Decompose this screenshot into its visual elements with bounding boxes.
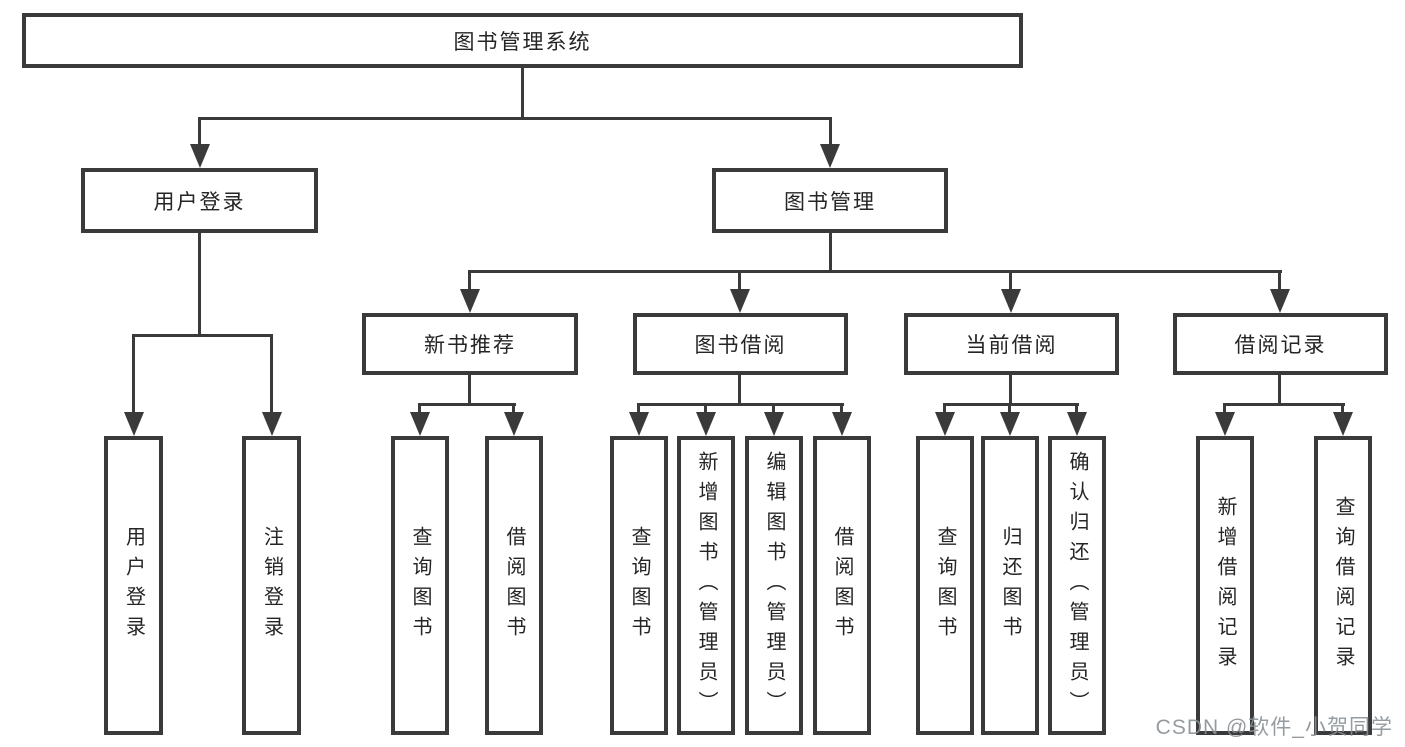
leaf-query-books-borrow: 查询图书 bbox=[610, 436, 668, 735]
connector-vline bbox=[132, 334, 135, 414]
leaf-borrow-books-recommend: 借阅图书 bbox=[485, 436, 543, 735]
connector-vline bbox=[637, 403, 640, 415]
connector-vline bbox=[521, 68, 524, 120]
connector-hline bbox=[1223, 403, 1345, 406]
arrow-down-icon bbox=[1270, 289, 1290, 313]
connector-vline bbox=[1223, 403, 1226, 415]
connector-vline bbox=[738, 270, 741, 292]
node-borrow-records: 借阅记录 bbox=[1173, 313, 1388, 375]
watermark-text: CSDN @软件_小贺同学 bbox=[1155, 716, 1393, 739]
connector-hline bbox=[132, 334, 273, 337]
arrow-down-icon bbox=[820, 144, 840, 168]
node-current-borrow: 当前借阅 bbox=[904, 313, 1119, 375]
node-book-borrow: 图书借阅 bbox=[633, 313, 848, 375]
leaf-borrow-books: 借阅图书 bbox=[813, 436, 871, 735]
arrow-down-icon bbox=[262, 412, 282, 436]
leaf-user-login: 用户登录 bbox=[104, 436, 163, 735]
leaf-query-borrow-record: 查询借阅记录 bbox=[1314, 436, 1372, 735]
connector-hline bbox=[943, 403, 1079, 406]
leaf-label: 注销登录 bbox=[260, 525, 283, 646]
arrow-down-icon bbox=[460, 289, 480, 313]
connector-hline bbox=[198, 117, 832, 120]
arrow-down-icon bbox=[1333, 412, 1353, 436]
arrow-down-icon bbox=[1001, 289, 1021, 313]
arrow-down-icon bbox=[410, 412, 430, 436]
arrow-down-icon bbox=[190, 144, 210, 168]
leaf-query-books-recommend: 查询图书 bbox=[391, 436, 449, 735]
connector-vline bbox=[1341, 403, 1344, 415]
arrow-down-icon bbox=[124, 412, 144, 436]
leaf-label: 借阅图书 bbox=[831, 525, 853, 646]
connector-vline bbox=[943, 403, 946, 415]
connector-vline bbox=[468, 375, 471, 406]
connector-vline bbox=[198, 117, 201, 149]
leaf-label: 新增借阅记录 bbox=[1214, 495, 1236, 676]
connector-vline bbox=[1278, 270, 1281, 292]
connector-vline bbox=[772, 403, 775, 415]
leaf-label: 用户登录 bbox=[122, 525, 145, 646]
leaf-logout: 注销登录 bbox=[242, 436, 301, 735]
arrow-down-icon bbox=[730, 289, 750, 313]
arrow-down-icon bbox=[696, 412, 716, 436]
leaf-confirm-return-admin: 确认归还（管理员） bbox=[1048, 436, 1106, 735]
leaf-query-books-current: 查询图书 bbox=[916, 436, 974, 735]
connector-vline bbox=[840, 403, 843, 415]
leaf-label: 借阅图书 bbox=[503, 525, 525, 646]
arrow-down-icon bbox=[504, 412, 524, 436]
connector-vline bbox=[270, 334, 273, 414]
leaf-label: 归还图书 bbox=[999, 525, 1021, 646]
leaf-label: 编辑图书（管理员） bbox=[763, 450, 785, 721]
leaf-label: 查询图书 bbox=[934, 525, 956, 646]
connector-vline bbox=[418, 403, 421, 415]
arrow-down-icon bbox=[935, 412, 955, 436]
node-book-management: 图书管理 bbox=[712, 168, 948, 233]
leaf-label: 查询图书 bbox=[409, 525, 431, 646]
arrow-down-icon bbox=[764, 412, 784, 436]
leaf-label: 查询图书 bbox=[628, 525, 650, 646]
leaf-add-book-admin: 新增图书（管理员） bbox=[677, 436, 735, 735]
leaf-edit-book-admin: 编辑图书（管理员） bbox=[745, 436, 803, 735]
arrow-down-icon bbox=[629, 412, 649, 436]
arrow-down-icon bbox=[1000, 412, 1020, 436]
node-library-system: 图书管理系统 bbox=[22, 13, 1023, 68]
connector-vline bbox=[1075, 403, 1078, 415]
leaf-label: 新增图书（管理员） bbox=[695, 450, 717, 721]
connector-vline bbox=[198, 233, 201, 337]
connector-vline bbox=[1278, 375, 1281, 406]
arrow-down-icon bbox=[1067, 412, 1087, 436]
connector-vline bbox=[829, 233, 832, 273]
connector-vline bbox=[1009, 270, 1012, 292]
connector-vline bbox=[1009, 375, 1012, 406]
leaf-add-borrow-record: 新增借阅记录 bbox=[1196, 436, 1254, 735]
leaf-label: 查询借阅记录 bbox=[1332, 495, 1354, 676]
arrow-down-icon bbox=[1215, 412, 1235, 436]
leaf-label: 确认归还（管理员） bbox=[1066, 450, 1088, 721]
node-user-login: 用户登录 bbox=[81, 168, 318, 233]
connector-vline bbox=[738, 375, 741, 406]
connector-vline bbox=[512, 403, 515, 415]
connector-hline bbox=[637, 403, 844, 406]
connector-vline bbox=[468, 270, 471, 292]
connector-vline bbox=[704, 403, 707, 415]
connector-hline bbox=[418, 403, 516, 406]
connector-vline bbox=[829, 117, 832, 149]
arrow-down-icon bbox=[832, 412, 852, 436]
leaf-return-book: 归还图书 bbox=[981, 436, 1039, 735]
connector-hline bbox=[468, 270, 1282, 273]
connector-vline bbox=[1008, 403, 1011, 415]
node-new-book-recommend: 新书推荐 bbox=[362, 313, 578, 375]
